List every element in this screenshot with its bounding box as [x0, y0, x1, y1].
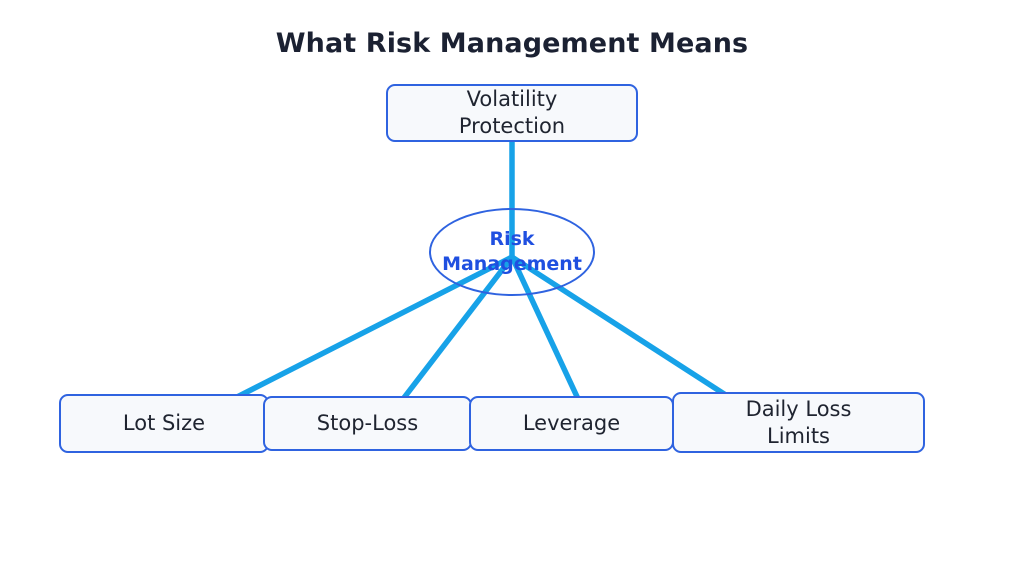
node-leverage[interactable]: Leverage: [469, 396, 674, 451]
node-volatility-protection[interactable]: Volatility Protection: [386, 84, 638, 142]
node-stop-loss[interactable]: Stop-Loss: [263, 396, 472, 451]
node-lot-size[interactable]: Lot Size: [59, 394, 269, 453]
node-daily-loss-limits[interactable]: Daily Loss Limits: [672, 392, 925, 453]
page-title: What Risk Management Means: [275, 28, 749, 59]
node-risk-management[interactable]: Risk Management: [429, 208, 595, 296]
